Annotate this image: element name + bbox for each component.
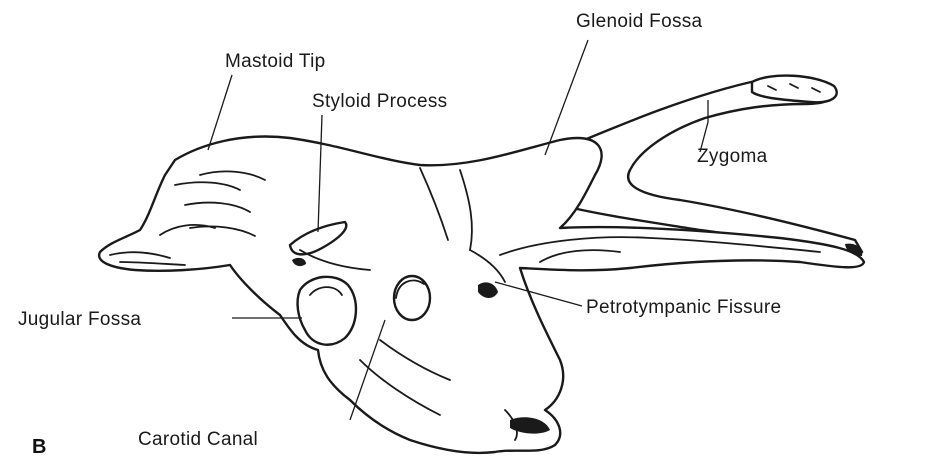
- label-glenoid-fossa: Glenoid Fossa: [576, 12, 702, 31]
- label-carotid-canal: Carotid Canal: [138, 430, 258, 449]
- label-styloid-process: Styloid Process: [312, 92, 447, 111]
- leader-mastoid-tip: [208, 75, 232, 150]
- carotid-canal: [394, 276, 430, 320]
- label-mastoid-tip: Mastoid Tip: [225, 52, 325, 71]
- label-petrotympanic-fissure: Petrotympanic Fissure: [586, 298, 781, 317]
- label-zygoma: Zygoma: [697, 147, 767, 166]
- label-jugular-fossa: Jugular Fossa: [18, 310, 141, 329]
- panel-letter: B: [32, 437, 46, 457]
